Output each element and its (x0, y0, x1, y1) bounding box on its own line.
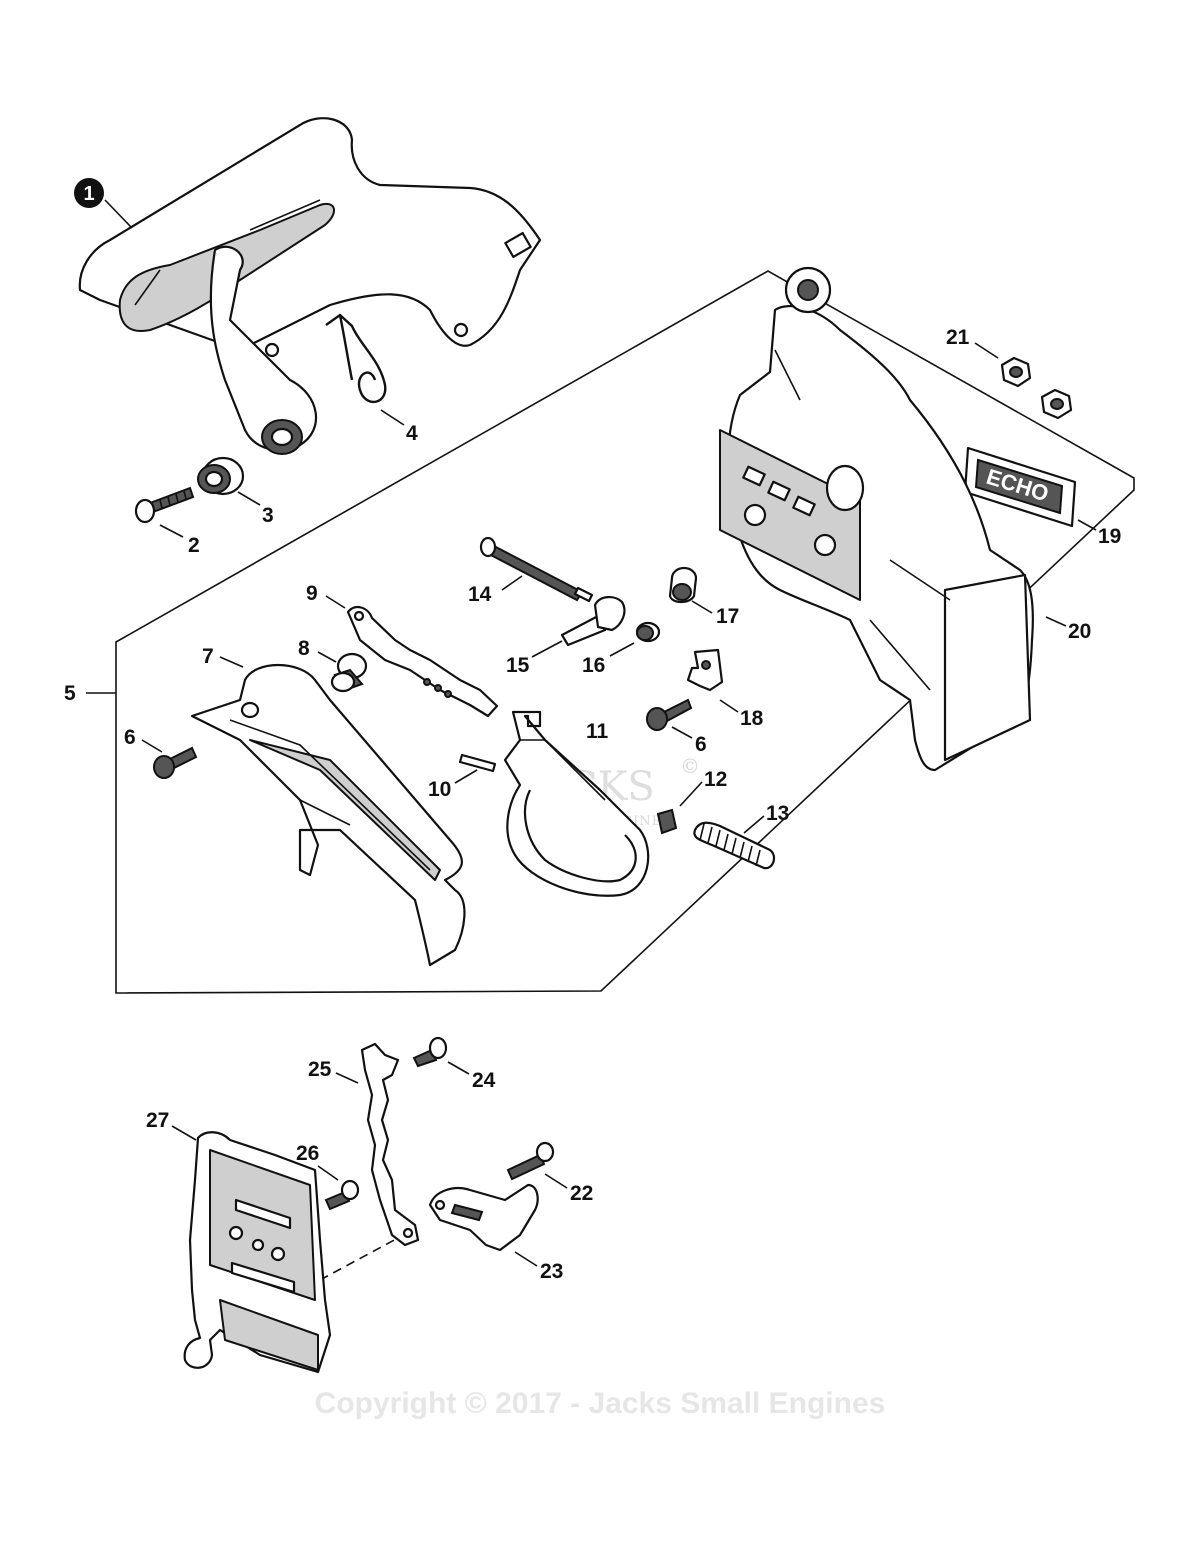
label-21: 21 (946, 326, 970, 349)
label-11: 11 (586, 720, 609, 743)
leader-19 (1077, 519, 1097, 531)
label-20: 20 (1068, 620, 1091, 643)
pin-part-10 (458, 753, 497, 773)
nut-part-17 (668, 566, 698, 604)
label-5: 5 (64, 682, 76, 705)
leader-6b (671, 726, 693, 739)
leader-22 (544, 1173, 568, 1189)
handguard-part (78, 117, 542, 455)
label-15: 15 (506, 654, 530, 677)
plate-part-25 (360, 1042, 420, 1247)
alignment-dashed-line (319, 1237, 399, 1281)
bolt-part-22 (506, 1141, 555, 1181)
label-2: 2 (188, 534, 200, 557)
label-27: 27 (146, 1109, 169, 1132)
link-plate-part-9 (346, 605, 499, 718)
spacer-part-8 (330, 652, 368, 693)
cover-part-20 (719, 266, 1034, 772)
screw-part-24 (412, 1036, 448, 1068)
block-part-12 (656, 808, 678, 835)
screw-part-6b (646, 698, 693, 731)
leader-17 (691, 600, 713, 614)
label-7: 7 (202, 645, 214, 668)
label-23: 23 (540, 1260, 563, 1283)
label-24: 24 (472, 1069, 496, 1092)
leader-21 (974, 342, 999, 359)
leader-10 (454, 769, 478, 784)
leader-26 (317, 1165, 339, 1181)
decal-part-19: ECHO (963, 446, 1077, 528)
spring-clip-part-4 (325, 313, 387, 403)
label-22: 22 (570, 1182, 593, 1205)
svg-text:©: © (680, 754, 701, 778)
leader-9 (325, 595, 346, 609)
label-1: 1 (83, 183, 94, 205)
leader-12 (679, 781, 703, 807)
label-26: 26 (296, 1142, 319, 1165)
label-9: 9 (306, 582, 318, 605)
label-6a: 6 (124, 726, 136, 749)
copyright-watermark: Copyright © 2017 - Jacks Small Engines (315, 1387, 886, 1420)
label-10: 10 (428, 778, 451, 801)
leader-23 (514, 1251, 538, 1267)
leader-1 (104, 199, 133, 229)
leader-7 (219, 656, 244, 668)
leader-18 (719, 699, 739, 713)
leader-2 (159, 524, 184, 538)
side-cover-part-27 (183, 1131, 332, 1374)
label-12: 12 (704, 768, 727, 791)
screw-part-6a (153, 746, 198, 779)
label-13: 13 (766, 802, 789, 825)
washer-part-16 (635, 621, 661, 643)
screw-part-26 (324, 1179, 360, 1211)
label-8: 8 (298, 637, 310, 660)
label-4: 4 (406, 422, 418, 445)
nut-part-21 (1000, 356, 1073, 420)
screw-part-2 (134, 486, 195, 524)
leader-16 (609, 642, 635, 657)
leader-6a (141, 739, 163, 753)
leader-4 (380, 409, 405, 426)
clip-part-18 (686, 648, 724, 692)
label-17: 17 (716, 605, 739, 628)
leader-25 (335, 1072, 359, 1084)
label-16: 16 (582, 654, 605, 677)
assembly-box-outline (115, 270, 1135, 994)
bolt-part-14 (479, 536, 594, 603)
leader-13 (743, 815, 765, 834)
leader-20 (1045, 616, 1067, 627)
label-6b: 6 (695, 733, 707, 756)
label-19: 19 (1098, 525, 1121, 548)
brake-band-part-11 (503, 710, 650, 897)
bushing-part-3 (197, 456, 245, 496)
label-18: 18 (740, 707, 764, 730)
leader-27 (171, 1125, 197, 1141)
spring-part-13 (693, 821, 776, 870)
label-14: 14 (468, 583, 492, 606)
leader-15 (531, 640, 563, 658)
label-3: 3 (262, 504, 274, 527)
label-25: 25 (308, 1058, 332, 1081)
brake-lever-part-7 (190, 663, 466, 967)
leader-14 (501, 575, 523, 591)
leader-24 (447, 1061, 470, 1075)
part-1-badge (74, 178, 104, 208)
leader-8 (317, 651, 337, 663)
adjuster-part-15 (560, 596, 626, 647)
bracket-part-23 (428, 1183, 539, 1252)
leader-3 (237, 491, 261, 506)
